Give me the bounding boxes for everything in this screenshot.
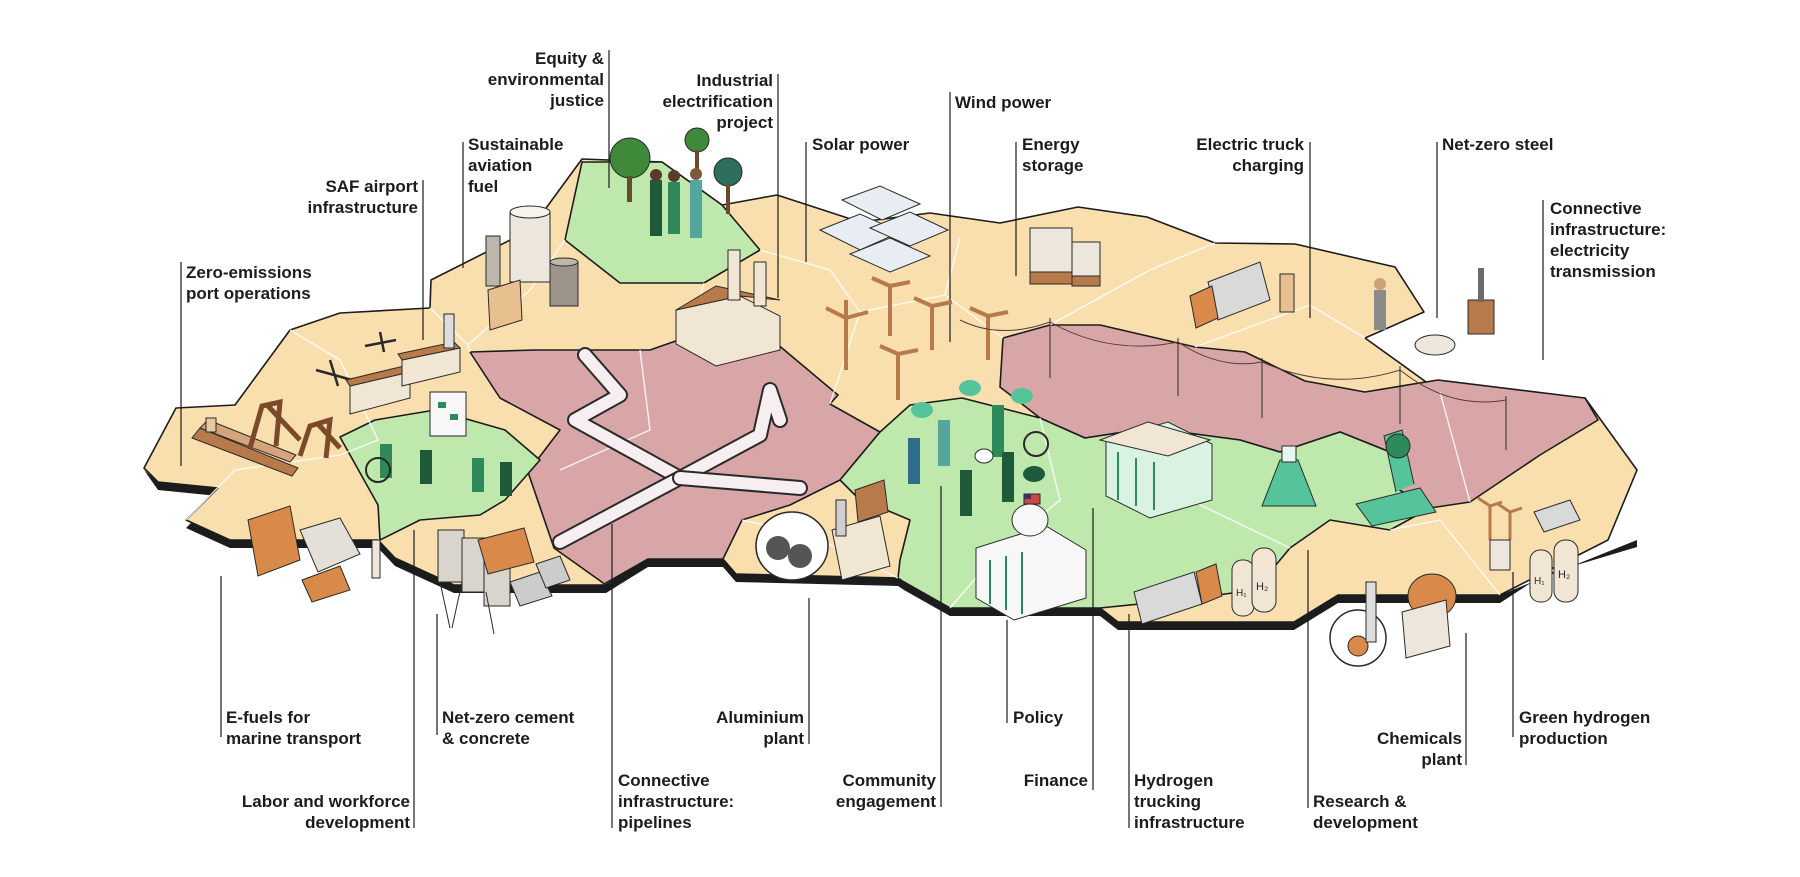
hydrogen-tank-icon: H₁ H₂ [1231, 547, 1277, 617]
aluminium-plant-icon [755, 479, 891, 581]
label-electric-truck-charging: Electric truck charging [1196, 135, 1304, 175]
label-net-zero-steel: Net-zero steel [1442, 135, 1554, 154]
people-icon [650, 168, 702, 238]
flag-icon [1023, 493, 1041, 505]
bank-icon [1098, 421, 1213, 519]
label-electricity-transmission: Connective infrastructure: electricity t… [1550, 199, 1667, 281]
airplane-icon [315, 331, 397, 387]
charger-icon [1279, 273, 1295, 313]
ladle-icon [1414, 268, 1495, 356]
hydrogen-truck-icon [1133, 563, 1223, 625]
label-net-zero-cement: Net-zero cement & concrete [442, 708, 575, 748]
capitol-icon [975, 503, 1087, 621]
tile-labor [339, 409, 541, 541]
label-saf-airport: SAF airport infrastructure [307, 177, 418, 217]
tree-icon [609, 127, 743, 214]
truck-icon [1189, 261, 1271, 329]
h2-mark: H₂ [1256, 581, 1268, 593]
label-sustainable-aviation-fuel: Sustainable aviation fuel [468, 135, 564, 196]
label-energy-storage: Energy storage [1022, 135, 1084, 175]
wind-turbine-icon [825, 276, 1009, 400]
community-people-icon [908, 405, 1049, 516]
h1-mark: H₁ [1236, 588, 1247, 599]
fuel-tank-icon [485, 205, 579, 331]
label-finance: Finance [1023, 771, 1088, 790]
h1-mark-2: H₁ [1534, 576, 1545, 587]
label-e-fuels: E-fuels for marine transport [226, 708, 362, 748]
label-research-development: Research & development [1313, 792, 1418, 832]
label-labor-workforce: Labor and workforce development [241, 792, 410, 832]
power-pole-icon [959, 318, 1507, 450]
label-aluminium-plant: Aluminium plant [716, 708, 804, 748]
label-solar-power: Solar power [812, 135, 910, 154]
h2-mark-2: H₂ [1558, 569, 1570, 581]
green-hydrogen-plant-icon: H₁ H₂ [1477, 496, 1581, 603]
label-zero-emissions-port: Zero-emissions port operations [186, 263, 312, 303]
label-wind-power: Wind power [955, 93, 1052, 112]
label-pipelines: Connective infrastructure: pipelines [618, 771, 735, 832]
microscope-icon [1355, 429, 1437, 527]
chemical-plant-icon [1329, 573, 1457, 667]
label-industrial-electrification: Industrial electrification project [662, 71, 773, 132]
pipeline-icon [552, 347, 808, 550]
solar-panel-icon [818, 185, 950, 273]
worker-icon [1374, 278, 1386, 330]
factory-icon [675, 249, 781, 367]
label-hydrogen-trucking: Hydrogen trucking infrastructure [1134, 771, 1245, 832]
e-fuel-plant-icon [247, 505, 381, 603]
crane-icon [247, 398, 342, 459]
workers-icon [365, 444, 512, 496]
cement-truck-icon [477, 527, 571, 607]
speech-bubble-icon [911, 380, 1045, 482]
label-policy: Policy [1013, 708, 1064, 727]
flask-icon [1261, 445, 1317, 507]
label-green-hydrogen: Green hydrogen production [1519, 708, 1651, 748]
whiteboard-icon [429, 391, 467, 437]
label-chemicals-plant: Chemicals plant [1376, 729, 1462, 769]
battery-icon [1029, 227, 1101, 287]
leader-lines [180, 50, 1544, 828]
label-equity-justice: Equity & environmental justice [487, 49, 604, 110]
terminal-icon [345, 313, 462, 415]
label-community-engagement: Community engagement [835, 771, 936, 811]
ship-icon [191, 417, 299, 477]
